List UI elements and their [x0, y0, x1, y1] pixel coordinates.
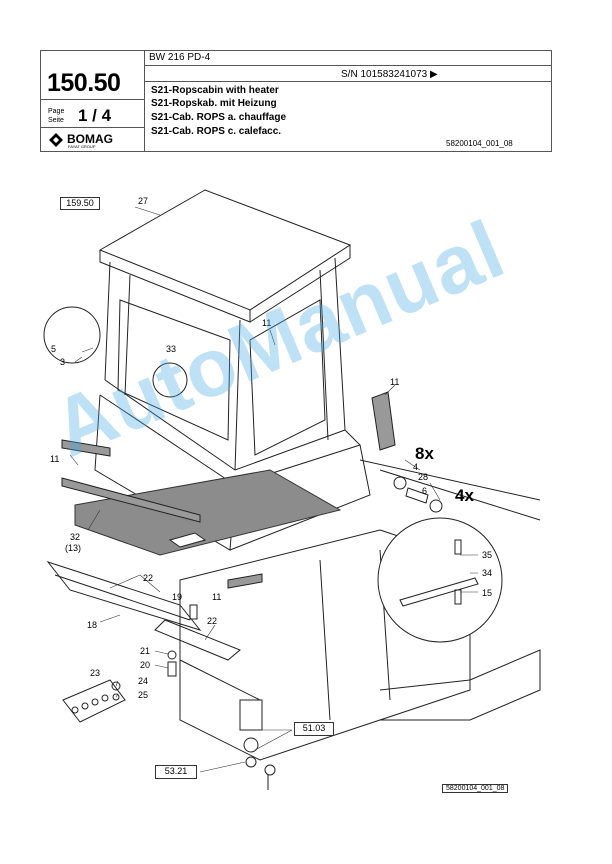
title-es: S21-Cab. ROPS c. calefacc.	[151, 126, 282, 137]
callout: 6	[422, 486, 427, 496]
ref-box: 53.21	[155, 765, 197, 779]
callout: 32	[70, 532, 80, 542]
quantity-label: 8x	[415, 444, 434, 463]
callout: (13)	[65, 543, 81, 553]
logo-subtext: FAYAT GROUP	[68, 144, 96, 149]
ref-box: 159.50	[60, 197, 100, 210]
callout: 23	[90, 668, 100, 678]
bracket-block	[62, 679, 126, 723]
floor-mat	[74, 469, 342, 556]
title-fr: S21-Cab. ROPS a. chauffage	[151, 112, 287, 123]
callout: 27	[138, 196, 148, 206]
callout: 11	[50, 454, 59, 464]
title-en: S21-Ropscabin with heater	[151, 85, 279, 96]
callout: 20	[140, 660, 150, 670]
callout: 28	[418, 472, 428, 482]
callout: 15	[482, 588, 492, 598]
callout: 11	[212, 592, 221, 602]
callout: 5	[51, 344, 56, 354]
header-rule	[41, 127, 144, 128]
page-label: Page Seite	[48, 108, 65, 124]
drawing-footer-ref: 58200104_001_08	[442, 784, 509, 793]
title-de: S21-Ropskab. mit Heizung	[151, 98, 277, 109]
chassis	[179, 529, 471, 761]
quantity-label: 4x	[455, 486, 474, 505]
callout: 25	[138, 690, 148, 700]
cab-frame	[104, 257, 346, 471]
header-rule	[144, 81, 551, 82]
leader-lines	[69, 206, 478, 773]
header-block: BW 216 PD-4 S/N 101583241073 ▶ 150.50 Pa…	[40, 50, 552, 152]
drawing-number: 58200104_001_08	[446, 139, 513, 148]
callout: 22	[143, 573, 153, 583]
callout: 11	[390, 377, 399, 387]
detail-circle	[43, 306, 101, 364]
page-title: 150.50	[47, 69, 121, 97]
callout: 19	[172, 592, 182, 602]
callout: 3	[60, 357, 65, 367]
header-rule	[144, 65, 551, 66]
cab-window	[249, 299, 326, 456]
header-divider	[144, 51, 145, 151]
seal-strip	[61, 439, 111, 457]
callout: 18	[87, 620, 97, 630]
callout: 34	[482, 568, 492, 578]
callout: 4	[413, 462, 418, 472]
callout: 21	[140, 646, 150, 656]
bomag-logo: BOMAG FAYAT GROUP	[46, 131, 140, 149]
callout: 11	[262, 318, 271, 328]
header-rule	[41, 99, 144, 100]
serial-number: S/N 101583241073 ▶	[341, 69, 438, 80]
detail-circle	[152, 362, 188, 398]
ref-box: 51.03	[294, 722, 334, 736]
callout: 33	[166, 344, 176, 354]
page-indicator: 1 / 4	[78, 106, 112, 125]
model-label: BW 216 PD-4	[149, 52, 211, 63]
callout: 24	[138, 676, 148, 686]
detail-circle	[377, 517, 503, 643]
callout: 35	[482, 550, 492, 560]
callout: 22	[207, 616, 217, 626]
logo-text: BOMAG	[67, 132, 113, 146]
side-frame	[46, 561, 202, 631]
